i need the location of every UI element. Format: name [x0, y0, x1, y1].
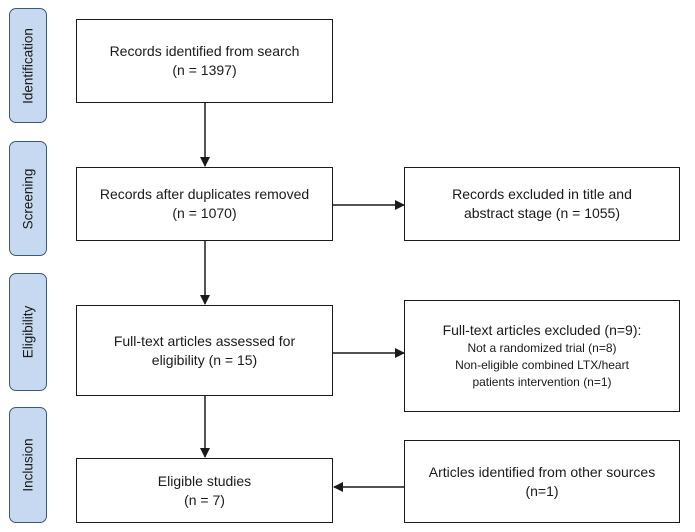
eligible-studies-count: (n = 7): [184, 491, 225, 508]
records-identified-count: (n = 1397): [172, 62, 237, 78]
excluded-reason-ltx-heart-2: patients intervention (n=1): [472, 374, 612, 389]
excluded-reason-ltx-heart-1: Non-eligible combined LTX/heart: [455, 358, 629, 373]
fulltext-assessed-count: eligibility (n = 15): [151, 351, 258, 368]
records-identified-box: Records identified from search (n = 1397…: [76, 19, 333, 103]
stage-identification: Identification: [9, 8, 47, 123]
stage-eligibility: Eligibility: [9, 273, 47, 391]
other-sources-count: (n=1): [525, 482, 559, 499]
eligible-studies-box: Eligible studies (n = 7): [76, 458, 333, 523]
after-duplicates-count: (n = 1070): [172, 205, 237, 221]
after-duplicates-box: Records after duplicates removed (n = 10…: [76, 167, 333, 241]
other-sources-box: Articles identified from other sources (…: [404, 440, 680, 523]
after-duplicates-text: Records after duplicates removed: [99, 186, 310, 203]
stage-screening: Screening: [9, 141, 47, 256]
fulltext-assessed-box: Full-text articles assessed for eligibil…: [76, 305, 333, 396]
excluded-title-text: Records excluded in title and: [452, 186, 632, 203]
excluded-title-count: abstract stage (n = 1055): [463, 205, 621, 221]
fulltext-assessed-text: Full-text articles assessed for: [113, 332, 296, 349]
records-identified-text: Records identified from search: [109, 43, 300, 60]
fulltext-excluded-heading: Full-text articles excluded (n=9):: [442, 322, 642, 339]
excluded-title-box: Records excluded in title and abstract s…: [404, 167, 680, 241]
eligible-studies-text: Eligible studies: [157, 472, 252, 489]
stage-inclusion: Inclusion: [9, 407, 47, 523]
other-sources-text: Articles identified from other sources: [428, 463, 656, 480]
fulltext-excluded-box: Full-text articles excluded (n=9): Not a…: [404, 300, 680, 412]
excluded-reason-randomized: Not a randomized trial (n=8): [467, 341, 617, 356]
